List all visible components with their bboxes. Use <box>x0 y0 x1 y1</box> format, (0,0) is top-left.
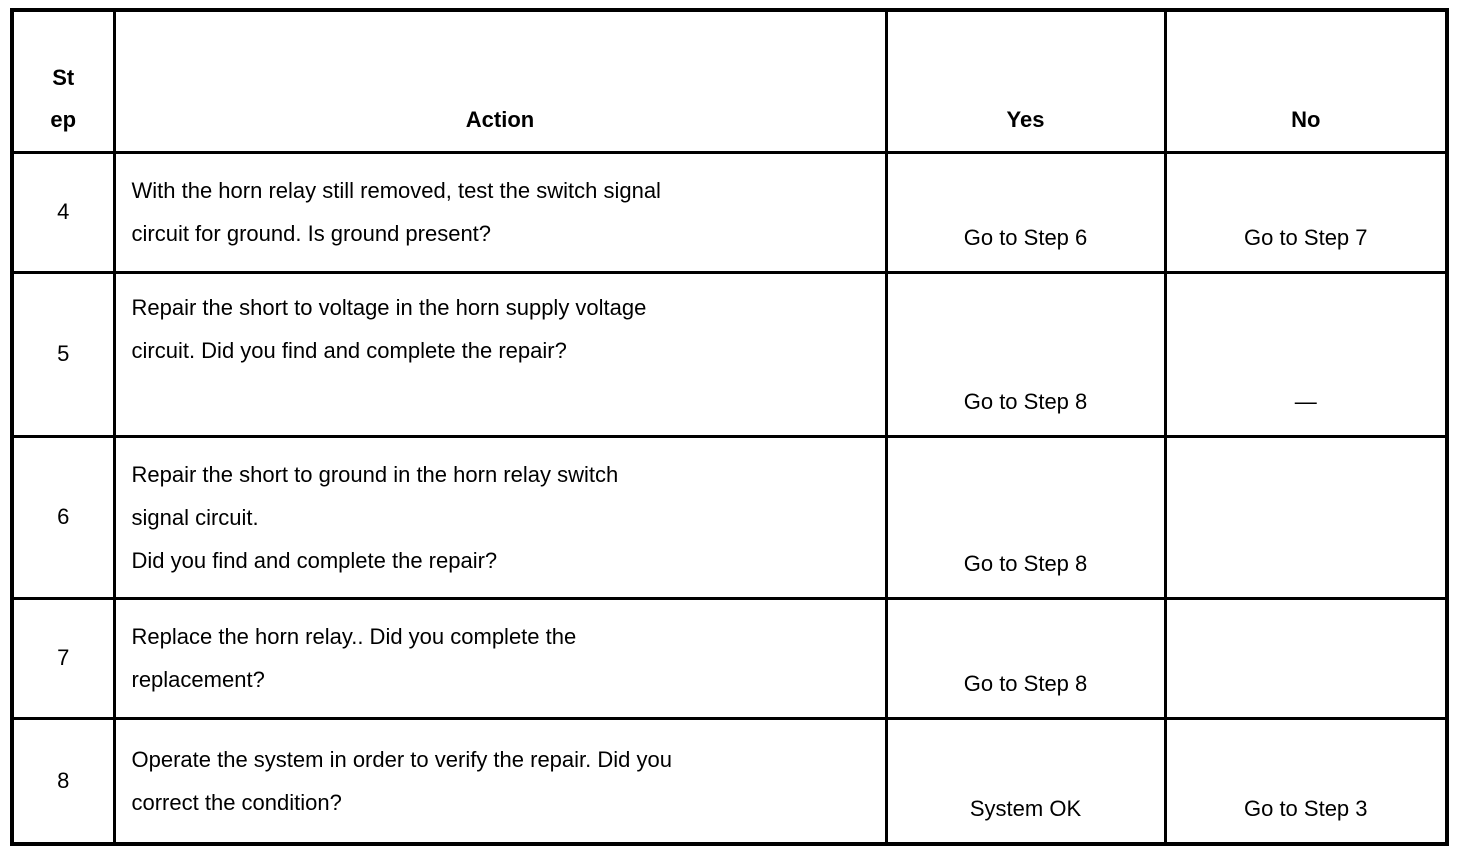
action-text: Replace the horn relay.. Did you complet… <box>112 596 888 720</box>
diagnostic-steps-table: St ep Action Yes No 4 With the horn rela… <box>10 8 1449 846</box>
column-header-yes: Yes <box>884 8 1167 154</box>
yes-value: Go to Step 8 <box>884 270 1167 438</box>
no-value: Go to Step 7 <box>1163 150 1449 274</box>
yes-value: Go to Step 8 <box>884 434 1167 600</box>
step-number: 8 <box>10 716 116 846</box>
yes-value: Go to Step 8 <box>884 596 1167 720</box>
table-row-step-6: 6 Repair the short to ground in the horn… <box>10 434 1449 600</box>
action-text: With the horn relay still removed, test … <box>112 150 888 274</box>
action-text: Repair the short to voltage in the horn … <box>112 270 888 438</box>
yes-value: Go to Step 6 <box>884 150 1167 274</box>
step-number: 4 <box>10 150 116 274</box>
step-number: 6 <box>10 434 116 600</box>
column-header-step: St ep <box>10 8 116 154</box>
no-value <box>1163 596 1449 720</box>
step-number: 7 <box>10 596 116 720</box>
table-row-step-8: 8 Operate the system in order to verify … <box>10 716 1449 846</box>
no-value: Go to Step 3 <box>1163 716 1449 846</box>
column-header-no: No <box>1163 8 1449 154</box>
table-row-step-4: 4 With the horn relay still removed, tes… <box>10 150 1449 274</box>
header-row: St ep Action Yes No <box>10 8 1449 154</box>
table-row-step-7: 7 Replace the horn relay.. Did you compl… <box>10 596 1449 720</box>
no-value <box>1163 434 1449 600</box>
action-text: Operate the system in order to verify th… <box>112 716 888 846</box>
column-header-action: Action <box>112 8 888 154</box>
step-number: 5 <box>10 270 116 438</box>
action-text: Repair the short to ground in the horn r… <box>112 434 888 600</box>
table-row-step-5: 5 Repair the short to voltage in the hor… <box>10 270 1449 438</box>
yes-value: System OK <box>884 716 1167 846</box>
no-value: — <box>1163 270 1449 438</box>
